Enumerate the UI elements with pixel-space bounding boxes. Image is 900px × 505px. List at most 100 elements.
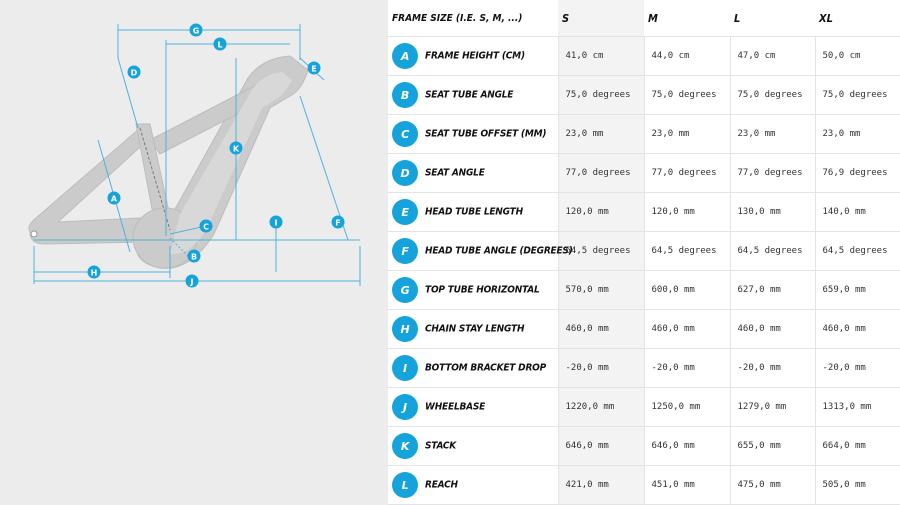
- row-label-text: SEAT ANGLE: [425, 167, 485, 179]
- geometry-table: FRAME SIZE (I.E. S, M, ...) S M L XL A FR…: [388, 0, 900, 505]
- value-cell-l: 655,0 mm: [729, 426, 815, 466]
- row-label-cell: J WHEELBASE: [388, 387, 558, 427]
- marker-E: E: [307, 61, 321, 75]
- header-frame-size: FRAME SIZE (I.E. S, M, ...): [388, 0, 558, 37]
- value-cell-xl: 75,0 degrees: [814, 75, 900, 115]
- row-label-text: FRAME HEIGHT (CM): [425, 50, 525, 62]
- svg-text:D: D: [131, 69, 138, 78]
- row-label-text: CHAIN STAY LENGTH: [425, 323, 525, 335]
- marker-A: A: [107, 191, 121, 205]
- value-cell-l: 130,0 mm: [729, 192, 815, 232]
- value-cell-s: -20,0 mm: [557, 348, 644, 388]
- value-cell-l: 64,5 degrees: [729, 231, 815, 271]
- marker-F: F: [331, 215, 345, 229]
- row-label-text: HEAD TUBE ANGLE (DEGREES): [425, 245, 573, 257]
- svg-text:F: F: [335, 219, 340, 228]
- value-cell-s: 41,0 cm: [557, 36, 644, 76]
- value-cell-s: 1220,0 mm: [557, 387, 644, 427]
- value-cell-xl: 505,0 mm: [814, 465, 900, 505]
- value-cell-m: 64,5 degrees: [643, 231, 730, 271]
- value-cell-m: 75,0 degrees: [643, 75, 730, 115]
- row-label-text: BOTTOM BRACKET DROP: [425, 362, 547, 374]
- value-cell-s: 421,0 mm: [557, 465, 644, 505]
- value-cell-l: 77,0 degrees: [729, 153, 815, 193]
- value-cell-m: 600,0 mm: [643, 270, 730, 310]
- value-cell-xl: 140,0 mm: [814, 192, 900, 232]
- row-label-text: WHEELBASE: [425, 401, 486, 413]
- row-label-text: REACH: [425, 479, 458, 491]
- value-cell-xl: 664,0 mm: [814, 426, 900, 466]
- value-cell-s: 570,0 mm: [557, 270, 644, 310]
- value-cell-m: 120,0 mm: [643, 192, 730, 232]
- value-cell-s: 120,0 mm: [557, 192, 644, 232]
- row-label-text: HEAD TUBE LENGTH: [425, 206, 523, 218]
- value-cell-l: 23,0 mm: [729, 114, 815, 154]
- svg-text:G: G: [193, 27, 200, 36]
- row-letter-badge: E: [392, 199, 418, 225]
- table-header-row: FRAME SIZE (I.E. S, M, ...) S M L XL: [388, 0, 900, 37]
- marker-J: J: [185, 274, 199, 288]
- marker-H: H: [87, 265, 101, 279]
- geometry-table-container: FRAME SIZE (I.E. S, M, ...) S M L XL A FR…: [388, 0, 900, 505]
- row-letter-badge: A: [392, 43, 418, 69]
- row-label-cell: E HEAD TUBE LENGTH: [388, 192, 558, 232]
- row-letter-badge: D: [392, 160, 418, 186]
- value-cell-m: 23,0 mm: [643, 114, 730, 154]
- row-label-cell: D SEAT ANGLE: [388, 153, 558, 193]
- value-cell-m: 44,0 cm: [643, 36, 730, 76]
- value-cell-m: 1250,0 mm: [643, 387, 730, 427]
- header-size-l: L: [730, 0, 815, 37]
- marker-K: K: [229, 141, 243, 155]
- value-cell-xl: 50,0 cm: [814, 36, 900, 76]
- marker-D: D: [127, 65, 141, 79]
- row-letter-badge: H: [392, 316, 418, 342]
- marker-I: I: [269, 215, 283, 229]
- value-cell-s: 75,0 degrees: [557, 75, 644, 115]
- row-letter-badge: G: [392, 277, 418, 303]
- value-cell-xl: 659,0 mm: [814, 270, 900, 310]
- value-cell-xl: -20,0 mm: [814, 348, 900, 388]
- value-cell-xl: 1313,0 mm: [814, 387, 900, 427]
- value-cell-m: 460,0 mm: [643, 309, 730, 349]
- row-letter-badge: J: [392, 394, 418, 420]
- value-cell-m: 646,0 mm: [643, 426, 730, 466]
- row-letter-badge: K: [392, 433, 418, 459]
- svg-text:E: E: [311, 65, 316, 74]
- svg-text:I: I: [275, 219, 278, 228]
- svg-text:J: J: [190, 278, 194, 287]
- value-cell-l: 460,0 mm: [729, 309, 815, 349]
- value-cell-l: -20,0 mm: [729, 348, 815, 388]
- value-cell-l: 475,0 mm: [729, 465, 815, 505]
- row-label-text: SEAT TUBE ANGLE: [425, 89, 514, 101]
- frame-geometry-diagram: G L D E K A C I F B H J: [0, 0, 388, 505]
- value-cell-xl: 64,5 degrees: [814, 231, 900, 271]
- row-label-cell: H CHAIN STAY LENGTH: [388, 309, 558, 349]
- value-cell-xl: 460,0 mm: [814, 309, 900, 349]
- value-cell-m: 451,0 mm: [643, 465, 730, 505]
- marker-C: C: [199, 219, 213, 233]
- value-cell-l: 75,0 degrees: [729, 75, 815, 115]
- header-size-m: M: [644, 0, 730, 37]
- value-cell-m: 77,0 degrees: [643, 153, 730, 193]
- value-cell-l: 627,0 mm: [729, 270, 815, 310]
- value-cell-xl: 76,9 degrees: [814, 153, 900, 193]
- svg-text:K: K: [233, 145, 240, 154]
- value-cell-s: 23,0 mm: [557, 114, 644, 154]
